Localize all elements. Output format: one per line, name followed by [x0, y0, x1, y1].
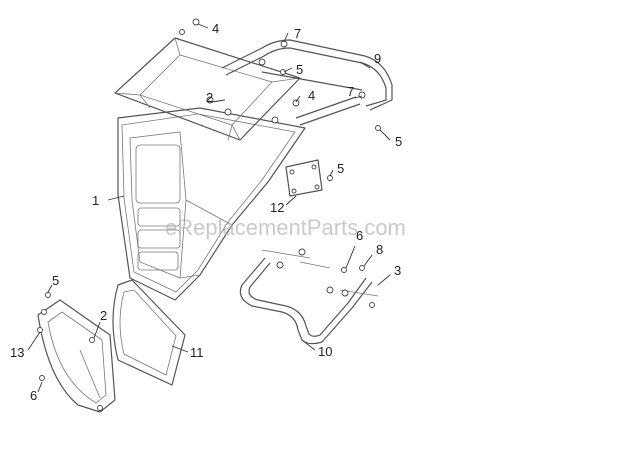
- callout-13: 13: [10, 345, 24, 360]
- bolt: [224, 108, 232, 116]
- callout-3: 3: [394, 263, 401, 278]
- nut: [276, 261, 284, 269]
- nut: [341, 267, 347, 273]
- callout-8: 8: [376, 242, 383, 257]
- callout-2-upper: 2: [206, 90, 213, 105]
- bolt: [271, 116, 279, 124]
- callout-11: 11: [190, 345, 204, 360]
- callout-5-upper: 5: [296, 62, 303, 77]
- callout-5-plate: 5: [337, 161, 344, 176]
- leader-lines: [27, 23, 391, 393]
- hopper-body: [117, 107, 306, 301]
- callout-1: 1: [92, 193, 99, 208]
- lower-chute: [37, 299, 116, 413]
- nut: [326, 286, 334, 294]
- callout-5-right: 5: [395, 134, 402, 149]
- nut: [37, 327, 43, 333]
- callout-10: 10: [318, 344, 332, 359]
- nut: [280, 69, 286, 75]
- plate: [285, 159, 323, 197]
- callout-12: 12: [270, 200, 284, 215]
- callouts: 4 7 9 5 2 4 7 5 5 1 12 6 8 3 5 2 13 11 1…: [10, 21, 402, 403]
- bolt: [358, 91, 366, 99]
- nut: [298, 248, 306, 256]
- nut: [369, 302, 375, 308]
- lower-handle: [239, 249, 379, 345]
- bolt: [192, 18, 200, 26]
- nut: [341, 289, 349, 297]
- callout-2-lower: 2: [100, 308, 107, 323]
- nut: [45, 292, 51, 298]
- bolt: [258, 58, 266, 66]
- callout-7-top: 7: [294, 26, 301, 41]
- hopper-top: [114, 37, 301, 141]
- nut: [327, 175, 333, 181]
- nut: [41, 309, 47, 315]
- callout-6-right: 6: [356, 228, 363, 243]
- upper-handle: [221, 39, 393, 126]
- chute-flange: [112, 279, 186, 386]
- bolt: [292, 99, 300, 107]
- callout-7-right: 7: [347, 84, 354, 99]
- nut: [39, 375, 45, 381]
- callout-4-mid: 4: [308, 88, 315, 103]
- nut: [375, 125, 381, 131]
- callout-6-lower: 6: [30, 388, 37, 403]
- callout-9: 9: [374, 51, 381, 66]
- nut: [89, 337, 95, 343]
- hardware: [37, 18, 381, 411]
- nut: [97, 405, 103, 411]
- bolt: [179, 29, 185, 35]
- watermark: eReplacementParts.com: [165, 215, 406, 240]
- callout-5-lower: 5: [52, 273, 59, 288]
- nut: [359, 265, 365, 271]
- callout-4-top: 4: [212, 21, 219, 36]
- bolt: [206, 96, 214, 104]
